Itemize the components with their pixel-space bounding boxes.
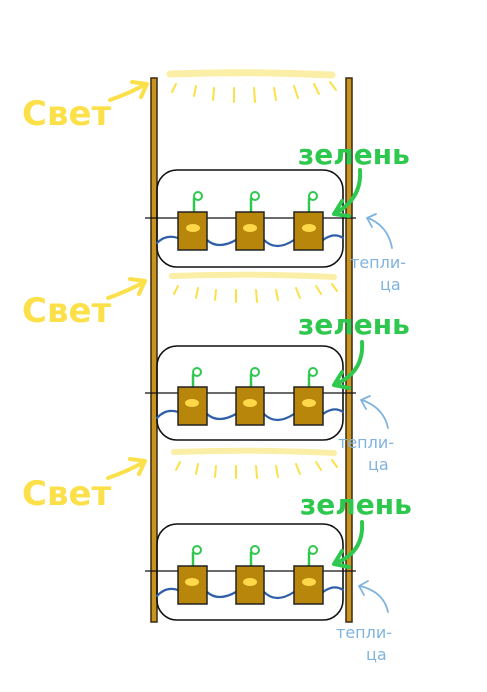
water-tube — [155, 586, 345, 600]
plant — [177, 545, 208, 605]
light-label: Свет — [22, 94, 112, 134]
water-tube — [155, 408, 345, 422]
plant — [235, 191, 265, 251]
tier-2: Свет — [22, 271, 410, 474]
lamp-icon — [169, 271, 338, 303]
seedling-icon — [307, 545, 318, 567]
left-post — [150, 77, 158, 623]
arrow-icon — [332, 340, 365, 390]
arrow-icon — [332, 520, 365, 569]
lamp-icon — [166, 69, 337, 103]
teplica-label: тепли- — [336, 623, 392, 642]
tier-1: Свет — [22, 69, 410, 294]
plant — [293, 367, 324, 426]
seed — [243, 399, 257, 407]
arrow-icon — [358, 580, 389, 613]
light-label: Свет — [22, 291, 112, 331]
arrow-icon — [366, 213, 393, 249]
seed — [185, 399, 199, 407]
light-label: Свет — [22, 474, 112, 514]
plant — [177, 367, 208, 426]
seed — [302, 399, 316, 407]
seed — [243, 578, 257, 586]
plant — [293, 191, 324, 251]
plant — [177, 191, 208, 251]
seedling-icon — [191, 367, 202, 389]
seedling-icon — [249, 545, 260, 567]
seedling-icon — [307, 367, 318, 389]
seedling-icon — [307, 191, 318, 214]
teplica-label: тепли- — [350, 253, 406, 272]
teplica-label: ца — [368, 455, 389, 474]
tier-3: Свет — [22, 447, 412, 664]
arrow-icon — [106, 457, 147, 480]
arrow-icon — [108, 80, 149, 102]
seedling-icon — [249, 367, 260, 389]
arrow-icon — [106, 277, 147, 300]
plant — [235, 545, 265, 605]
green-label: зелень — [298, 308, 410, 341]
seed — [243, 224, 257, 232]
seedling-icon — [249, 191, 260, 214]
green-label: зелень — [300, 488, 412, 521]
water-tube — [155, 234, 345, 248]
plant — [235, 367, 265, 426]
arrow-icon — [360, 395, 389, 429]
seed — [185, 578, 199, 586]
teplica-label: тепли- — [338, 433, 394, 452]
greenhouse-box — [156, 523, 344, 621]
teplica-label: ца — [380, 275, 401, 294]
seed — [302, 578, 316, 586]
lamp-icon — [171, 447, 338, 479]
seedling-icon — [191, 545, 202, 567]
seedling-icon — [192, 191, 203, 214]
arrow-icon — [332, 168, 363, 218]
plant — [293, 545, 324, 605]
green-label: зелень — [298, 138, 410, 171]
right-post — [345, 77, 353, 623]
seed — [186, 224, 200, 232]
seed — [302, 224, 316, 232]
teplica-label: ца — [366, 645, 387, 664]
